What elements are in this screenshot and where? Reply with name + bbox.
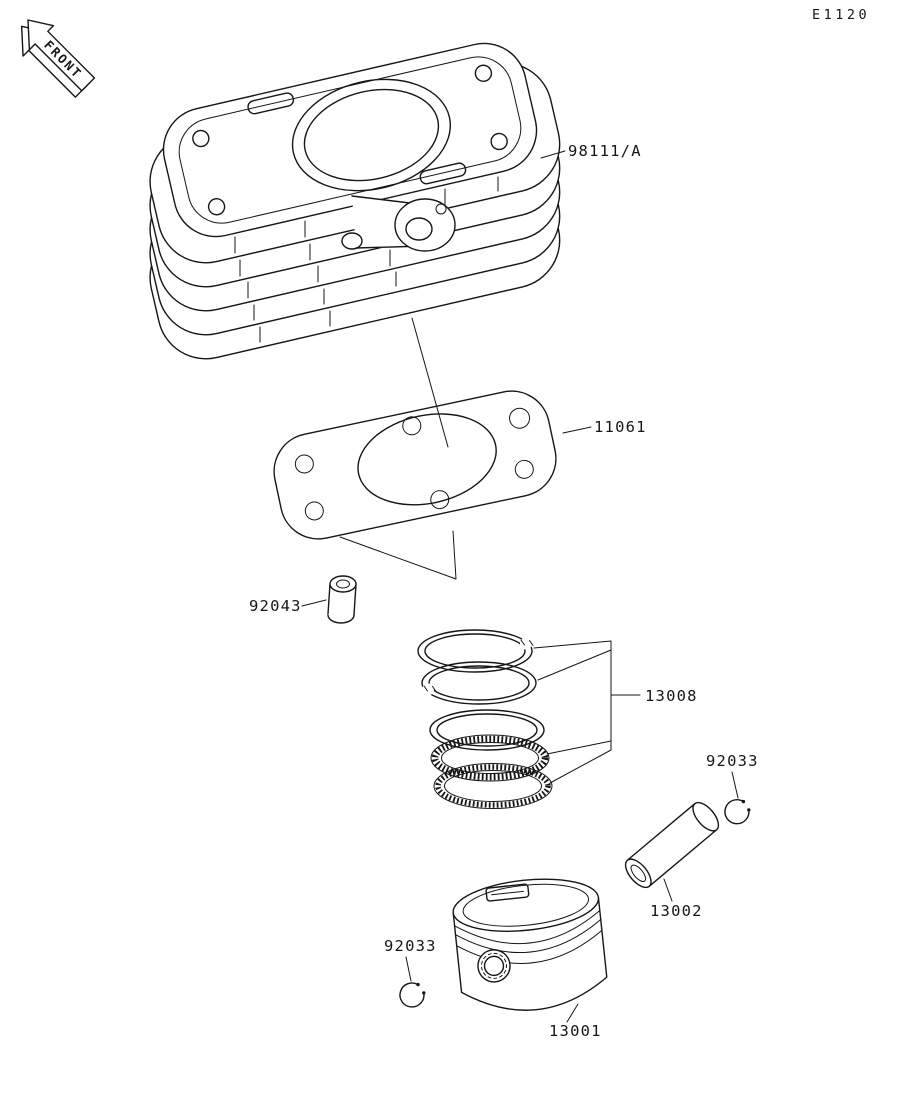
circlip-end [422, 991, 426, 995]
side-boss-flange [394, 198, 456, 252]
gasket-bolt-hole [402, 416, 422, 436]
expander-coil [431, 735, 549, 781]
dowel-bore [336, 579, 350, 589]
cylinder-stud-hole [474, 64, 493, 82]
cylinder-bore-inner [303, 88, 440, 182]
cylinder-face-pad [419, 162, 467, 185]
dowel-top [329, 575, 357, 593]
lower-outline-outer [433, 763, 553, 809]
ring-outer [417, 629, 533, 673]
piston-ring-grooves [454, 910, 603, 964]
label-gasket: 11061 [594, 418, 647, 436]
side-boss-bolt-hole [435, 203, 447, 215]
gasket-part [273, 390, 557, 540]
circlip-end [741, 799, 746, 804]
cylinder-bore-outer [291, 78, 452, 192]
pin-sides [626, 802, 718, 888]
diagram-code: E1120 [812, 7, 870, 23]
front-arrow-icon [27, 19, 96, 92]
gasket-bolt-hole [294, 454, 314, 474]
front-marker: FRONT [20, 19, 96, 98]
lower-outline-inner [444, 770, 542, 802]
ring-set-part [417, 629, 641, 809]
cylinder-face-inset [178, 56, 522, 224]
ring-set-bracket [533, 640, 641, 784]
leader-lines [301, 150, 739, 1023]
ring-inner [428, 665, 530, 701]
oil-ring-expander [430, 734, 550, 782]
pin-body-fill [627, 803, 717, 887]
side-boss-hole [405, 217, 433, 241]
gasket-bore-opening [357, 413, 497, 506]
cylinder-stud-hole [490, 132, 508, 151]
ring-gap-ends [520, 639, 534, 646]
expander-outline-inner [441, 742, 539, 774]
ring-gap [520, 637, 532, 650]
expander-outline-outer [430, 734, 550, 782]
gasket-bolt-hole [514, 459, 534, 479]
gasket-bolt-hole [430, 490, 450, 510]
piston-valve-pocket [485, 883, 530, 902]
circlip-end [747, 808, 751, 812]
circlip-ring [399, 982, 425, 1008]
label-piston: 13001 [549, 1022, 602, 1040]
side-port-hole [341, 232, 363, 250]
ring-inner [424, 633, 526, 669]
oil-ring-lower [433, 763, 553, 809]
lower-coil [435, 764, 551, 808]
ring-outer [429, 709, 545, 751]
piston-circlip-groove [480, 952, 507, 979]
piston-pin-boss [477, 949, 511, 983]
label-piston-pin: 13002 [650, 902, 703, 920]
cylinder-stud-hole [207, 198, 226, 216]
compression-ring-1 [417, 629, 534, 673]
cylinder-stud-hole [192, 129, 210, 148]
piston-pin-part [624, 801, 720, 889]
piston-part [452, 878, 608, 1011]
label-ring-set: 13008 [645, 687, 698, 705]
oil-ring-rail [429, 709, 545, 751]
ring-gap-ends [423, 685, 437, 692]
label-cylinder: 98111/A [568, 142, 642, 160]
ring-inner [436, 713, 538, 747]
circlip-left-part [399, 982, 426, 1008]
cylinder-part [149, 42, 561, 360]
piston-crown-inset [462, 883, 590, 927]
dowel-part [327, 575, 357, 624]
label-dowel: 92043 [249, 597, 302, 615]
gasket-bolt-hole [509, 407, 531, 429]
ring-gap [422, 683, 434, 696]
circlip-end [416, 982, 420, 987]
piston-pin-hole [483, 955, 505, 977]
pin-bore [630, 864, 647, 882]
circlip-ring [724, 799, 750, 825]
label-circlip-right: 92033 [706, 752, 759, 770]
circlip-right-part [724, 799, 751, 825]
gasket-bolt-hole [304, 501, 324, 521]
label-circlip-left: 92033 [384, 937, 437, 955]
dowel-sides [327, 583, 357, 616]
ring-outer [421, 661, 537, 705]
assembly-lines [339, 317, 457, 580]
piston-valve-pocket-line [491, 890, 524, 896]
compression-ring-2 [421, 661, 537, 705]
cylinder-face-pad [247, 92, 295, 115]
